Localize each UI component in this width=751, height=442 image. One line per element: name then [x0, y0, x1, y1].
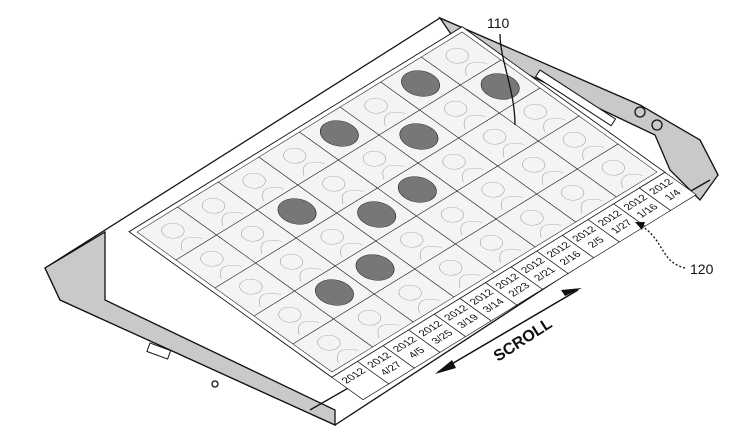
- person-photo-icon: [561, 185, 585, 201]
- face-photo-icon: [399, 123, 439, 150]
- person-photo-icon: [357, 310, 382, 326]
- person-photo-icon: [242, 173, 266, 189]
- ref-120-leader: [639, 224, 686, 269]
- person-photo-icon: [562, 132, 586, 148]
- screen-grid: 20121/420121/1620121/2720122/520122/1620…: [128, 26, 697, 401]
- person-body-icon: [621, 174, 644, 188]
- person-body-icon: [460, 221, 483, 235]
- person-body-icon: [302, 162, 325, 176]
- person-photo-icon: [523, 104, 547, 120]
- person-photo-icon: [320, 229, 344, 245]
- person-photo-icon: [283, 148, 307, 164]
- face-photo-icon: [319, 120, 359, 147]
- person-body-icon: [580, 199, 603, 213]
- person-body-icon: [382, 165, 405, 179]
- person-photo-icon: [322, 176, 346, 192]
- person-body-icon: [499, 249, 522, 263]
- face-photo-icon: [277, 198, 317, 225]
- port-icon: [146, 342, 172, 360]
- person-body-icon: [582, 146, 605, 160]
- person-photo-icon: [483, 129, 507, 145]
- person-photo-icon: [239, 279, 263, 295]
- ref-120-label: 120: [690, 261, 714, 277]
- person-photo-icon: [398, 285, 422, 301]
- scroll-arrow-right-head: [561, 288, 582, 296]
- person-photo-icon: [439, 260, 463, 276]
- mic-icon: [211, 380, 219, 388]
- person-photo-icon: [317, 335, 341, 351]
- person-body-icon: [418, 299, 440, 313]
- person-photo-icon: [364, 98, 388, 114]
- person-photo-icon: [400, 232, 424, 248]
- person-body-icon: [419, 246, 442, 260]
- person-body-icon: [458, 274, 481, 288]
- person-body-icon: [340, 243, 362, 257]
- person-body-icon: [463, 115, 486, 129]
- person-photo-icon: [520, 210, 544, 226]
- person-photo-icon: [481, 182, 505, 198]
- person-body-icon: [298, 321, 320, 335]
- person-photo-icon: [200, 251, 224, 267]
- person-body-icon: [337, 349, 359, 363]
- person-body-icon: [501, 196, 523, 210]
- person-photo-icon: [278, 307, 302, 323]
- scroll-arrow: [437, 289, 579, 373]
- date-tab[interactable]: [331, 361, 390, 401]
- person-body-icon: [543, 118, 566, 132]
- ref-120-arrowhead: [635, 222, 645, 230]
- person-body-icon: [465, 62, 488, 76]
- person-photo-icon: [362, 151, 386, 167]
- person-body-icon: [502, 143, 525, 157]
- person-body-icon: [540, 224, 562, 238]
- person-body-icon: [377, 324, 400, 338]
- person-body-icon: [541, 171, 564, 185]
- camera-icon: [634, 106, 646, 118]
- person-body-icon: [181, 237, 203, 251]
- person-photo-icon: [161, 223, 185, 239]
- scroll-arrow-left-head: [435, 360, 456, 374]
- speaker-slot: [534, 69, 617, 127]
- person-photo-icon: [442, 154, 466, 170]
- person-body-icon: [259, 293, 281, 307]
- person-body-icon: [260, 240, 283, 254]
- person-photo-icon: [279, 254, 304, 270]
- face-photo-icon: [401, 70, 440, 97]
- left-end-cap: [44, 230, 336, 427]
- person-photo-icon: [201, 198, 226, 214]
- ref-110-label: 110: [487, 15, 510, 31]
- person-photo-icon: [445, 48, 469, 64]
- person-photo-icon: [444, 101, 468, 117]
- person-body-icon: [262, 187, 284, 201]
- person-body-icon: [221, 212, 244, 226]
- person-photo-icon: [240, 226, 265, 242]
- sensor-icon: [651, 119, 663, 131]
- ref-110-leader: [499, 33, 516, 126]
- face-photo-icon: [357, 201, 397, 228]
- person-photo-icon: [522, 157, 546, 173]
- face-photo-icon: [480, 73, 520, 100]
- photo-thumbnail[interactable]: [576, 143, 658, 198]
- person-body-icon: [299, 268, 322, 282]
- face-photo-icon: [315, 279, 354, 306]
- person-photo-icon: [440, 207, 464, 223]
- person-body-icon: [341, 190, 364, 204]
- person-photo-icon: [479, 235, 503, 251]
- face-photo-icon: [397, 176, 437, 203]
- person-photo-icon: [601, 160, 625, 176]
- person-body-icon: [384, 112, 406, 126]
- person-body-icon: [462, 168, 484, 182]
- face-photo-icon: [355, 254, 395, 281]
- person-body-icon: [220, 265, 242, 279]
